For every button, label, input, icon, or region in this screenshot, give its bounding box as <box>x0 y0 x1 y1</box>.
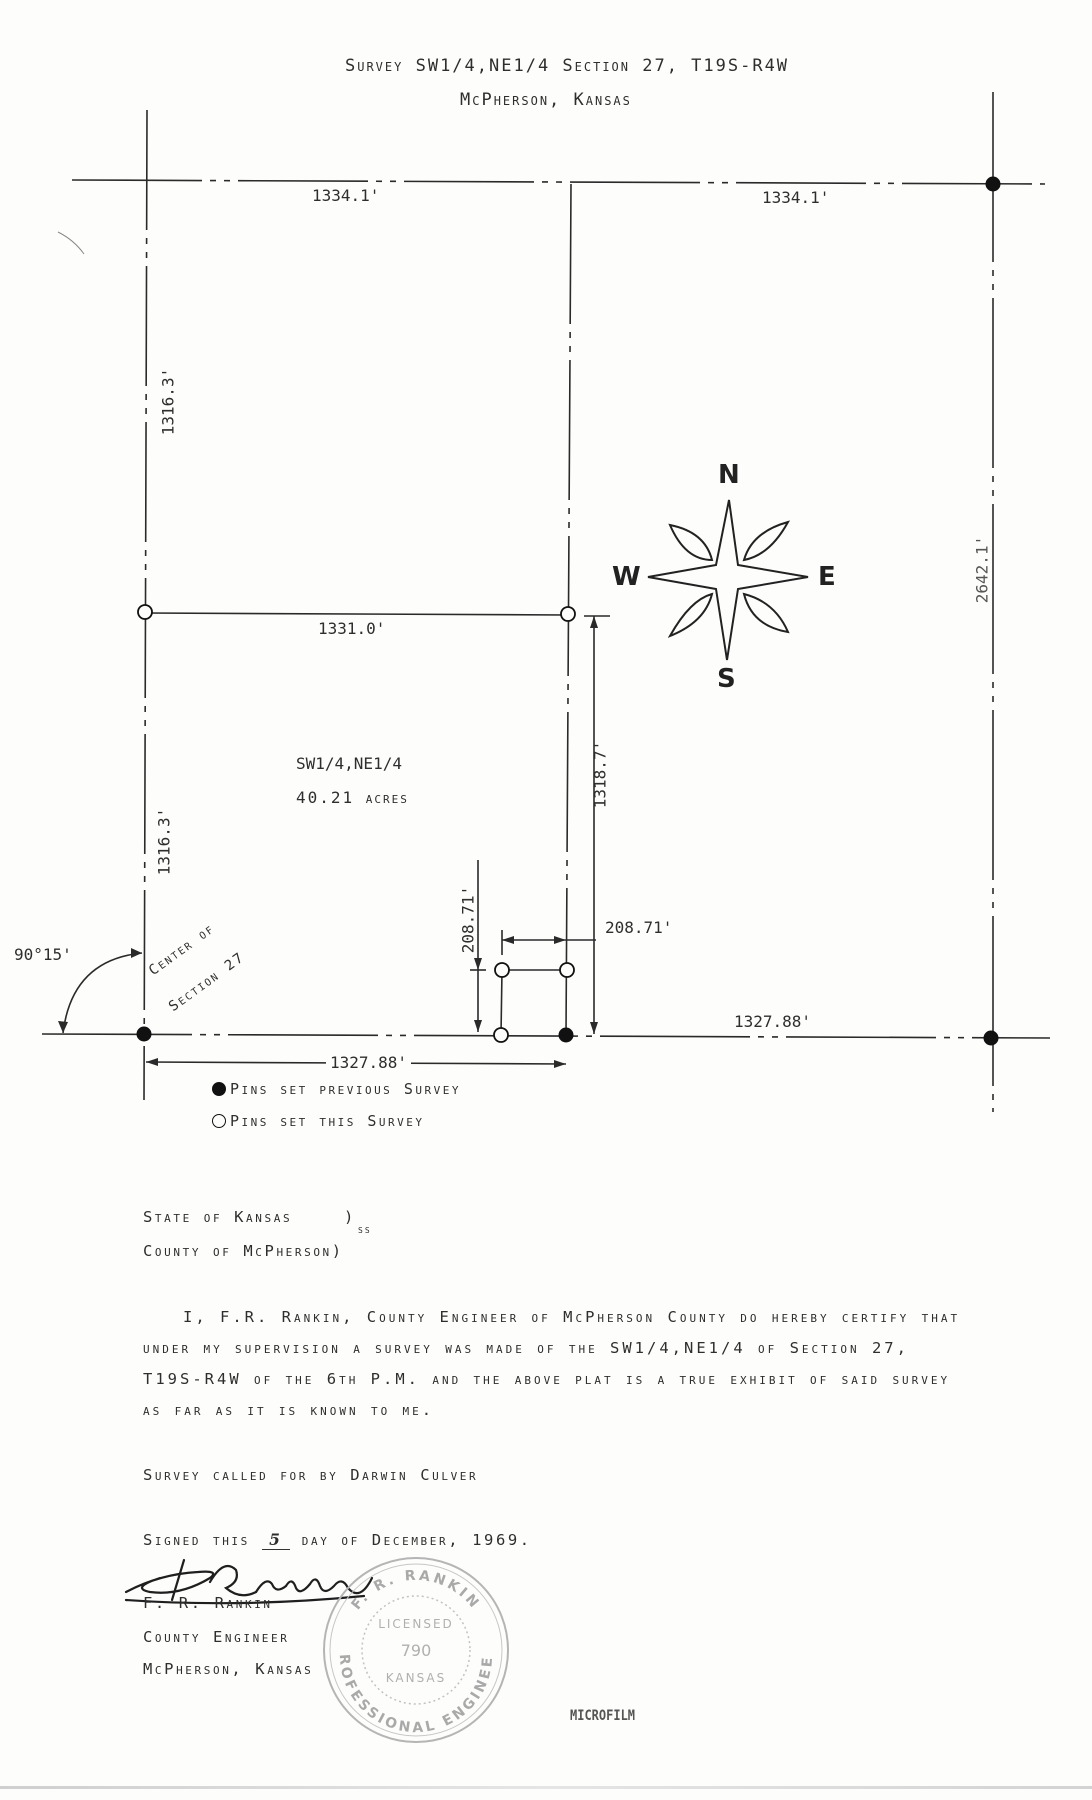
compass-rose-icon <box>647 499 809 661</box>
scan-edge <box>0 1786 1092 1789</box>
open-pin-icon <box>212 1114 226 1128</box>
dim-lower-west-height: 1316.3' <box>154 807 174 876</box>
signer-location: McPherson, Kansas <box>143 1660 314 1678</box>
svg-text:790: 790 <box>401 1641 432 1660</box>
tract-area: 40.21 acres <box>296 788 409 807</box>
handwritten-signature <box>124 1558 374 1605</box>
dim-middle-width: 1331.0' <box>318 619 386 638</box>
top-section-line <box>71 179 1046 185</box>
dim-east-height: 2642.1' <box>972 535 992 604</box>
pin-this-small-sw <box>493 1027 509 1043</box>
dim-top-left-width: 1334.1' <box>312 186 380 205</box>
venue-paren: ) <box>344 1208 356 1226</box>
pin-previous-tract-se <box>558 1027 574 1043</box>
svg-text:LICENSED: LICENSED <box>378 1617 454 1631</box>
signer-name: F. R. Rankin <box>143 1594 273 1612</box>
microfilm-stamp: MICROFILM <box>570 1706 636 1724</box>
pin-this-small-nw <box>494 962 510 978</box>
signer-title: County Engineer <box>143 1628 290 1646</box>
pin-previous-center-section <box>136 1026 152 1042</box>
dim-small-tract-height: 208.71' <box>458 885 478 954</box>
quarter-line-horizontal <box>144 612 568 616</box>
pin-this-small-ne <box>559 962 575 978</box>
svg-text:F. R. RANKIN: F. R. RANKIN <box>349 1568 484 1613</box>
legend-previous-survey: Pins set previous Survey <box>212 1080 461 1098</box>
dim-upper-west-height: 1316.3' <box>158 367 178 436</box>
survey-called-for: Survey called for by Darwin Culver <box>143 1466 479 1484</box>
survey-title: Survey SW1/4,NE1/4 Section 27, T19S-R4W <box>345 56 790 76</box>
pin-this-tract-ne <box>560 606 576 622</box>
corner-angle: 90°15' <box>14 945 72 964</box>
survey-plat-drawing <box>41 92 1051 1112</box>
legend-this-survey: Pins set this Survey <box>212 1112 425 1130</box>
signed-date-line: Signed this 5 day of December, 1969. <box>143 1530 532 1550</box>
compass-west-label: W <box>612 562 641 592</box>
signed-day: 5 <box>261 1530 290 1550</box>
venue-county: County of McPherson) <box>143 1242 344 1260</box>
filled-pin-icon <box>212 1082 226 1096</box>
certification-paragraph: I, F.R. Rankin, County Engineer of McPhe… <box>143 1308 961 1419</box>
pin-this-west-mid <box>137 604 153 620</box>
dim-small-tract-width: 208.71' <box>605 918 673 937</box>
compass-north-label: N <box>718 460 740 490</box>
dim-tract-height: 1318.7' <box>590 740 610 809</box>
compass-south-label: S <box>717 664 736 694</box>
professional-engineer-seal: F. R. RANKIN PROFESSIONAL ENGINEER LICEN… <box>318 1552 509 1743</box>
venue-state: State of Kansas <box>143 1208 293 1226</box>
pin-previous-east-quarter <box>983 1030 999 1046</box>
dim-bottom-left-width: 1327.88' <box>326 1053 412 1072</box>
bottom-section-line <box>41 1033 1051 1039</box>
dim-bottom-right-width: 1327.88' <box>734 1012 812 1031</box>
svg-text:KANSAS: KANSAS <box>386 1671 447 1685</box>
dim-top-right-width: 1334.1' <box>762 188 830 207</box>
survey-location: McPherson, Kansas <box>460 90 632 110</box>
pin-previous-ne-corner <box>985 176 1001 192</box>
tract-name: SW1/4,NE1/4 <box>296 754 402 773</box>
venue-ss: ss <box>358 1222 372 1236</box>
compass-east-label: E <box>818 562 836 592</box>
